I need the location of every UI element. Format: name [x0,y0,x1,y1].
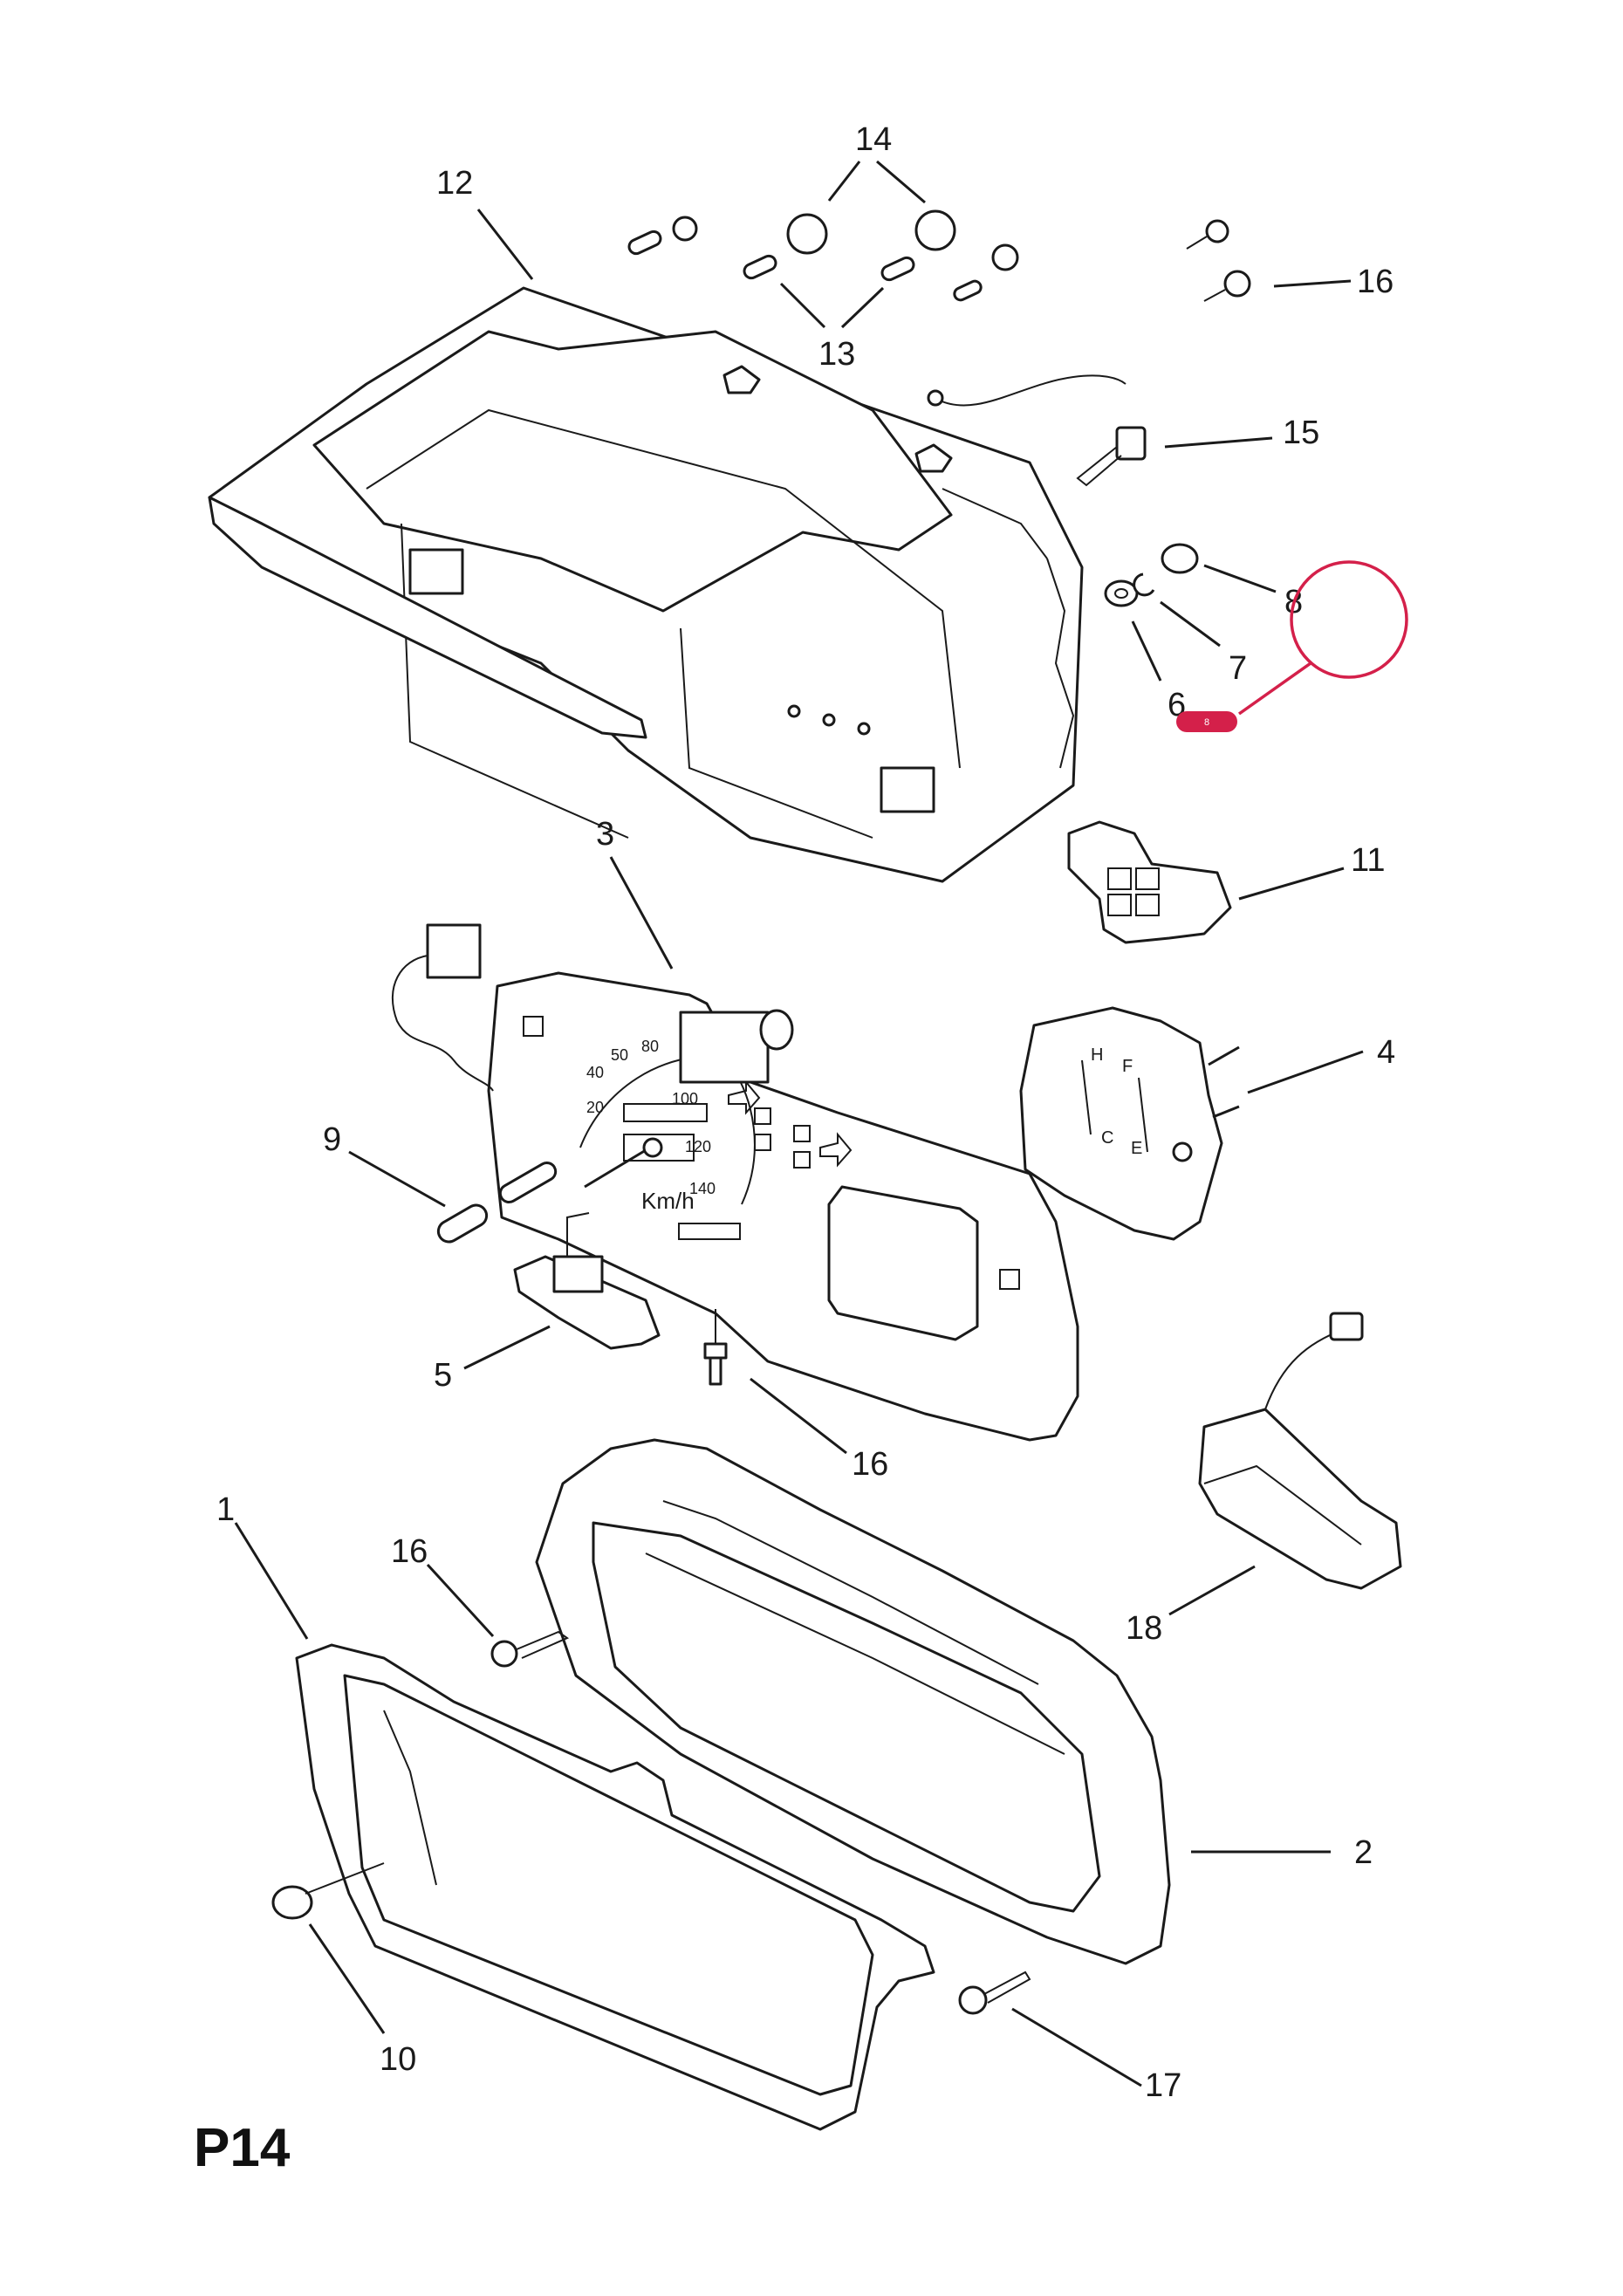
part-14-bulb-holders [672,209,1019,271]
fuel-mark-e: E [1131,1139,1142,1158]
callout-1: 1 [216,1491,235,1528]
part-1-trim-cover [295,1643,935,2131]
callout-15: 15 [1283,415,1319,451]
hotspot-marker[interactable] [1176,711,1237,732]
part-11-bracket [1067,820,1232,944]
callout-14: 14 [855,121,892,158]
callout-7: 7 [1229,650,1247,687]
part-10-plug [271,1862,385,1920]
hotspot-part-8[interactable]: 8 [1176,560,1408,732]
part-18-module [1198,1312,1402,1590]
leader-lines [234,160,1364,2087]
speed-tick-80: 80 [641,1038,659,1055]
part-16-screws-top [1186,219,1251,302]
callout-18: 18 [1126,1610,1162,1647]
callout-13: 13 [818,336,855,373]
wire-connector [927,389,944,407]
callout-3: 3 [596,816,614,853]
part-5-sensor [513,1212,661,1350]
callout-16-top: 16 [1357,264,1394,300]
speed-tick-100: 100 [672,1090,698,1107]
panel-connector [426,923,482,979]
part-13-bulbs [627,230,983,302]
page-code: P14 [194,2118,291,2178]
callout-12: 12 [436,165,473,202]
speed-tick-50: 50 [611,1046,628,1064]
speed-tick-120: 120 [685,1138,711,1155]
part-12-housing [208,286,1084,883]
hotspot-marker-label: 8 [1204,717,1209,728]
callout-2: 2 [1354,1834,1373,1871]
hotspot-circle[interactable] [1290,560,1408,679]
callout-9: 9 [323,1121,341,1158]
wire-harness-panel [392,955,494,1092]
speed-tick-140: 140 [689,1180,716,1197]
fuel-mark-f: F [1122,1057,1133,1076]
part-7-clip [1133,572,1155,597]
callout-16-lower: 16 [391,1533,428,1570]
part-16-screw-lower [490,1630,570,1668]
part-17-bolt [958,1970,1031,2015]
speed-tick-40: 40 [586,1064,604,1081]
callout-11: 11 [1351,842,1385,879]
part-3-speedometer-panel [487,971,1079,1442]
part-2-bezel [535,1438,1171,1965]
callout-labels: 12 14 13 16 15 8 7 6 11 3 4 9 5 16 1 16 … [216,121,1395,2104]
speed-unit-label: Km/h [641,1188,695,1214]
callout-16-middle: 16 [852,1446,888,1483]
callout-10: 10 [380,2041,416,2078]
wire-harness-top [937,374,1127,407]
temp-fuel-labels: H C F E [1091,1045,1142,1158]
callout-4: 4 [1377,1034,1395,1071]
part-4-temp-fuel-gauge [1019,1006,1240,1241]
callout-17: 17 [1145,2067,1181,2104]
callout-5: 5 [434,1357,452,1394]
temp-mark-c: C [1101,1128,1113,1148]
part-6-washer [1104,579,1139,607]
gauge-labels: Km/h 20 40 50 80 100 120 140 [586,1038,716,1214]
part-15-bolt [1076,426,1147,487]
speed-tick-20: 20 [586,1099,604,1116]
part-9-spacer [436,1162,558,1244]
temp-mark-h: H [1091,1045,1103,1065]
part-16-screw-middle [703,1309,728,1386]
hotspot-pointer [1237,661,1312,716]
part-8-nut [1161,543,1199,574]
